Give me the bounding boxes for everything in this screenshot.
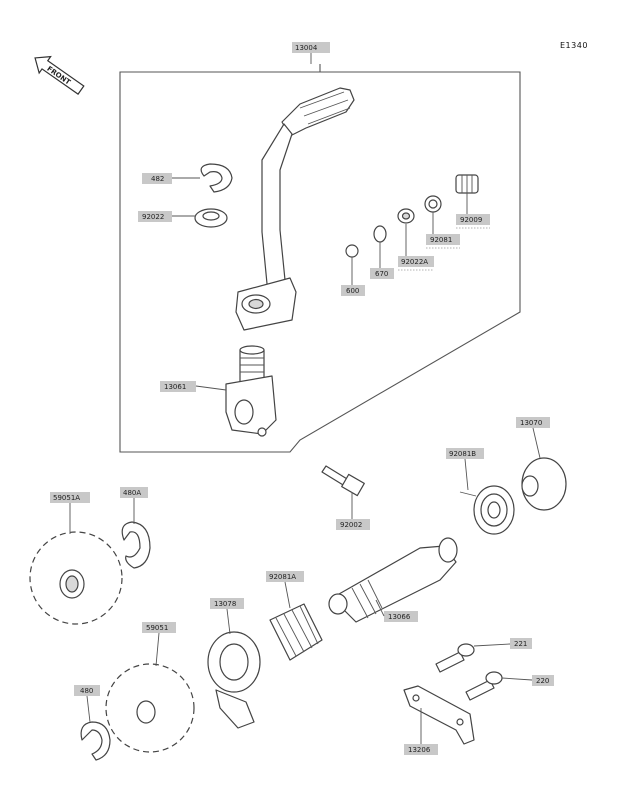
- diagram-code: E1340: [560, 41, 588, 50]
- gear-59051: [105, 663, 195, 753]
- label-480: 480: [80, 687, 93, 695]
- washer-92022a: [397, 208, 415, 224]
- front-arrow-icon: FRONT: [34, 55, 85, 95]
- label-92081b: 92081B: [449, 450, 476, 458]
- kick-shaft-13066: [328, 537, 458, 623]
- spring-92081b: [459, 485, 515, 535]
- kick-pedal: [235, 87, 355, 331]
- label-92022a: 92022A: [401, 258, 428, 266]
- circlip-480: [80, 721, 111, 761]
- label-59051: 59051: [146, 624, 168, 632]
- ball-600: [345, 244, 359, 258]
- ring-13070: [521, 457, 567, 511]
- kick-shaft-holder: [225, 345, 277, 437]
- ratchet-13078: [207, 631, 261, 729]
- label-59051a: 59051A: [53, 494, 80, 502]
- label-92081a: 92081A: [269, 573, 296, 581]
- label-13206: 13206: [408, 746, 431, 754]
- o-ring-670: [373, 225, 387, 243]
- bolt-92002: [321, 465, 365, 497]
- label-92009: 92009: [460, 216, 482, 224]
- spring-92081: [424, 195, 442, 213]
- circlip-482: [200, 163, 233, 193]
- label-92002: 92002: [340, 521, 362, 529]
- guide-plate-13206: [403, 685, 475, 745]
- label-92081: 92081: [430, 236, 452, 244]
- washer-92022: [194, 208, 228, 228]
- label-92022: 92022: [142, 213, 164, 221]
- label-13070: 13070: [520, 419, 542, 427]
- bolt-220: [465, 671, 503, 701]
- label-482: 482: [151, 175, 164, 183]
- bolt-221: [435, 643, 475, 673]
- label-670: 670: [375, 270, 388, 278]
- label-13004: 13004: [295, 44, 318, 52]
- label-13066: 13066: [388, 613, 411, 621]
- spring-92081a: [269, 603, 323, 661]
- label-221: 221: [514, 640, 527, 648]
- label-13061: 13061: [164, 383, 186, 391]
- circlip-480a: [121, 521, 151, 569]
- gear-59051a: [29, 531, 123, 625]
- label-600: 600: [346, 287, 359, 295]
- label-13078: 13078: [214, 600, 236, 608]
- cap-92009: [455, 174, 479, 194]
- label-220: 220: [536, 677, 549, 685]
- assembly-frame: [119, 64, 521, 453]
- label-480a: 480A: [123, 489, 141, 497]
